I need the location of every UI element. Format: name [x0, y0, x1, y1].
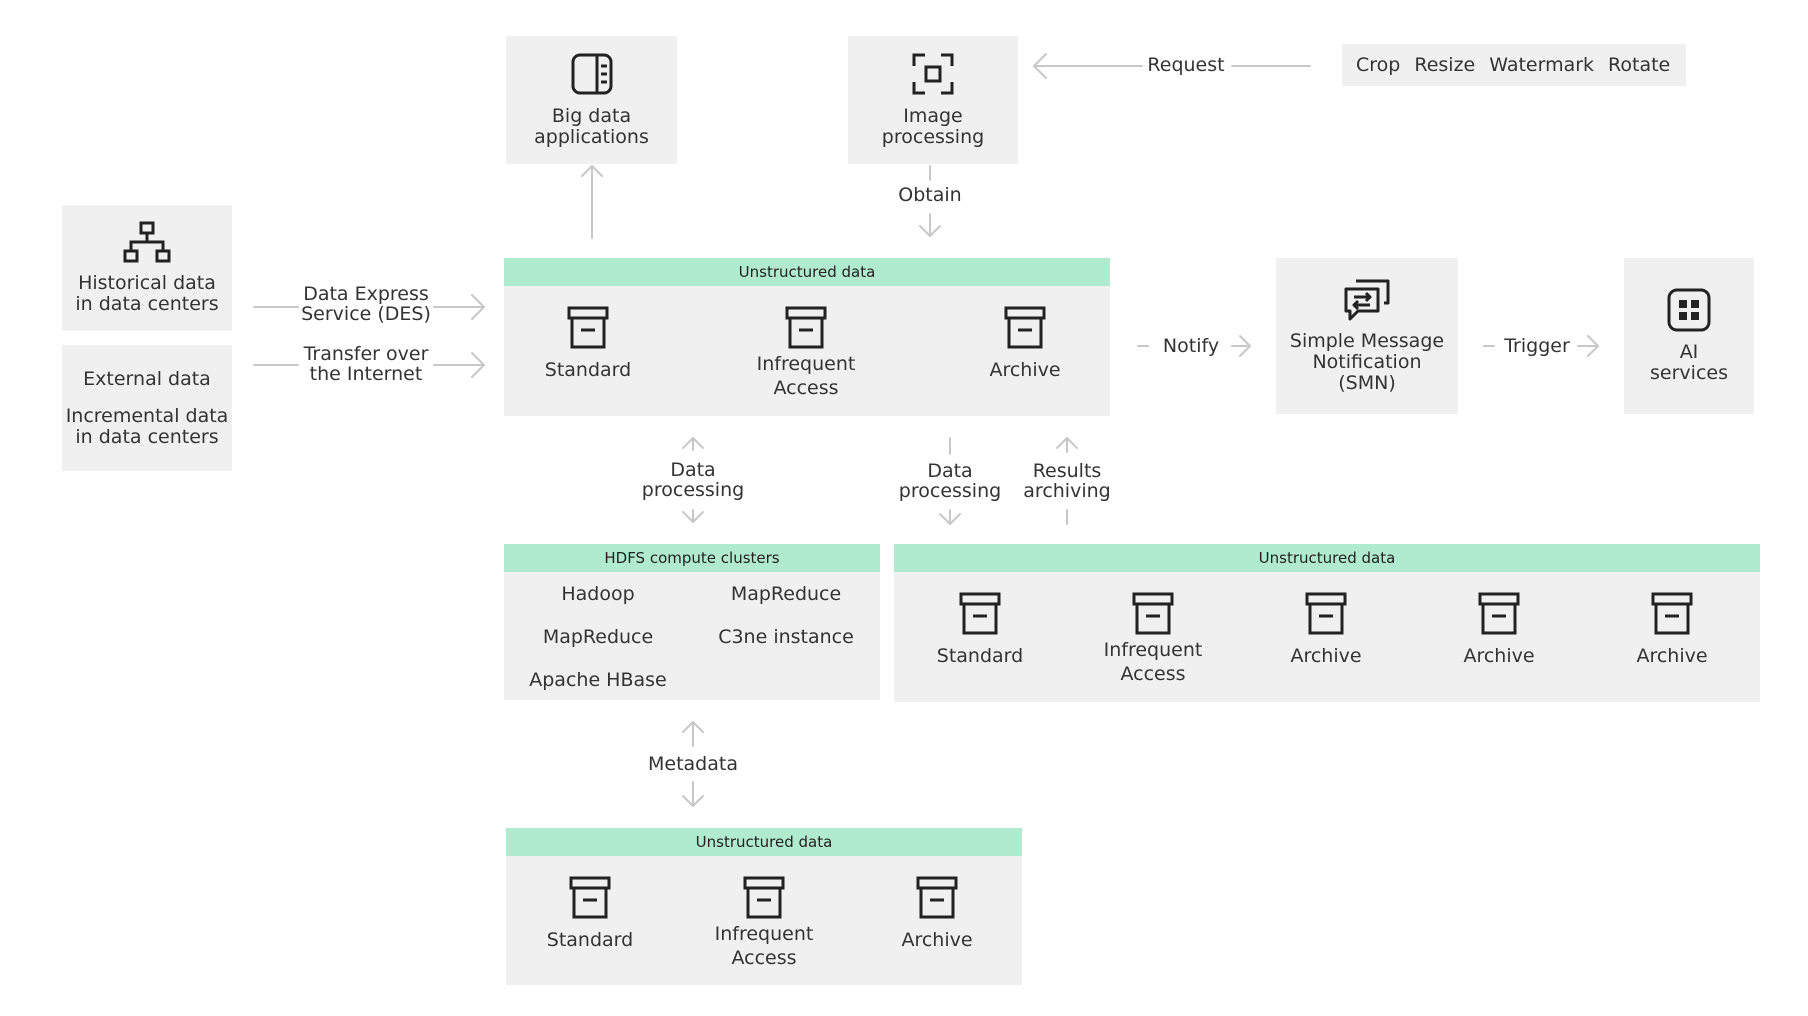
ai-grid-icon — [1667, 288, 1711, 332]
right-standard-item: Standard — [910, 592, 1050, 668]
tool-resize: Resize — [1414, 54, 1476, 76]
results-archiving-line1: Results — [1032, 460, 1102, 482]
archive-box-icon — [959, 592, 1001, 635]
tool-rotate: Rotate — [1608, 54, 1671, 76]
main-archive-label: Archive — [989, 359, 1061, 381]
historical-line2: in data centers — [75, 293, 219, 315]
smn-line2: Notification — [1312, 350, 1422, 373]
unstructured-data-bottom-header: Unstructured data — [506, 828, 1022, 856]
smn-box: Simple Message Notification (SMN) — [1276, 258, 1458, 414]
data-processing-right-label: Data processing — [890, 461, 1010, 501]
trigger-label: Trigger — [1504, 335, 1570, 357]
hdfs-c3ne-instance: C3ne instance — [718, 626, 854, 648]
des-label-line1: Data Express — [303, 283, 429, 305]
right-infrequent-line1: Infrequent — [1103, 639, 1203, 661]
results-archiving-label: Results archiving — [1007, 461, 1127, 501]
hdfs-apache-hbase: Apache HBase — [529, 669, 667, 691]
archive-box-icon — [743, 876, 785, 919]
unstructured-data-right-header: Unstructured data — [894, 544, 1760, 572]
bottom-standard-label: Standard — [546, 929, 634, 951]
data-processing-left-line2: processing — [641, 479, 745, 501]
obtain-label: Obtain — [898, 184, 962, 206]
historical-line1: Historical data — [78, 272, 216, 294]
historical-data-box: Historical data in data centers — [62, 205, 232, 331]
des-label: Data Express Service (DES) — [296, 284, 436, 324]
bottom-archive-item: Archive — [867, 876, 1007, 952]
big-data-applications-box: Big data applications — [506, 36, 677, 164]
smn-line1: Simple Message — [1289, 329, 1445, 352]
image-processing-box: Image processing — [848, 36, 1018, 164]
right-archive-label-1: Archive — [1290, 645, 1362, 667]
data-processing-right-line2: processing — [898, 480, 1002, 502]
big-data-line1: Big data — [551, 105, 632, 127]
image-processing-line1: Image — [903, 105, 963, 127]
ai-services-box: AI services — [1624, 258, 1754, 414]
right-archive-label-3: Archive — [1636, 645, 1708, 667]
internet-label-line2: the Internet — [309, 363, 423, 385]
ai-line2: services — [1650, 362, 1728, 384]
main-infrequent-item: Infrequent Access — [736, 306, 876, 400]
image-tools-box: Crop Resize Watermark Rotate — [1342, 44, 1686, 86]
external-data-box: External data Incremental data in data c… — [62, 345, 232, 471]
right-archive-item-2: Archive — [1429, 592, 1569, 668]
bottom-standard-item: Standard — [520, 876, 660, 952]
main-standard-label: Standard — [544, 359, 632, 381]
smn-line3: (SMN) — [1338, 371, 1396, 394]
hdfs-mapreduce-left: MapReduce — [542, 626, 654, 648]
results-archiving-line2: archiving — [1023, 480, 1111, 502]
data-processing-left-line1: Data — [670, 459, 716, 481]
unstructured-data-main-header: Unstructured data — [504, 258, 1110, 286]
archive-box-icon — [916, 876, 958, 919]
request-label: Request — [1147, 54, 1225, 76]
hdfs-header: HDFS compute clusters — [504, 544, 880, 572]
internet-label: Transfer over the Internet — [296, 344, 436, 384]
bottom-archive-label: Archive — [901, 929, 973, 951]
main-infrequent-line2: Access — [773, 377, 839, 399]
ai-line1: AI — [1679, 341, 1699, 363]
main-standard-item: Standard — [518, 306, 658, 382]
archive-box-icon — [1132, 592, 1174, 635]
external-line2: Incremental data — [65, 404, 229, 427]
external-line3: in data centers — [75, 425, 219, 448]
hdfs-hadoop: Hadoop — [561, 583, 635, 605]
right-archive-item-1: Archive — [1256, 592, 1396, 668]
right-standard-label: Standard — [936, 645, 1024, 667]
archive-box-icon — [785, 306, 827, 349]
main-archive-item: Archive — [955, 306, 1095, 382]
big-data-icon — [570, 52, 614, 96]
metadata-label: Metadata — [648, 753, 738, 775]
image-processing-line2: processing — [881, 126, 985, 148]
tool-watermark: Watermark — [1489, 54, 1595, 76]
archive-box-icon — [1004, 306, 1046, 349]
external-spacer — [66, 390, 229, 406]
big-data-line2: applications — [534, 126, 649, 148]
hdfs-mapreduce-right: MapReduce — [730, 583, 842, 605]
archive-box-icon — [567, 306, 609, 349]
bottom-infrequent-line2: Access — [731, 947, 797, 969]
image-scan-icon — [911, 52, 955, 96]
bottom-infrequent-item: Infrequent Access — [694, 876, 834, 970]
internet-label-line1: Transfer over — [303, 343, 429, 365]
data-processing-left-label: Data processing — [633, 460, 753, 500]
archive-box-icon — [569, 876, 611, 919]
main-infrequent-line1: Infrequent — [756, 353, 856, 375]
tool-crop: Crop — [1356, 54, 1401, 76]
right-infrequent-line2: Access — [1120, 663, 1186, 685]
hierarchy-icon — [123, 221, 171, 263]
message-exchange-icon — [1344, 279, 1390, 323]
notify-label: Notify — [1162, 335, 1220, 357]
bottom-infrequent-line1: Infrequent — [714, 923, 814, 945]
archive-box-icon — [1305, 592, 1347, 635]
data-processing-right-line1: Data — [927, 460, 973, 482]
right-archive-item-3: Archive — [1602, 592, 1742, 668]
right-archive-label-2: Archive — [1463, 645, 1535, 667]
archive-box-icon — [1478, 592, 1520, 635]
right-infrequent-item: Infrequent Access — [1083, 592, 1223, 686]
des-label-line2: Service (DES) — [301, 303, 431, 325]
archive-box-icon — [1651, 592, 1693, 635]
external-line1: External data — [83, 367, 211, 390]
